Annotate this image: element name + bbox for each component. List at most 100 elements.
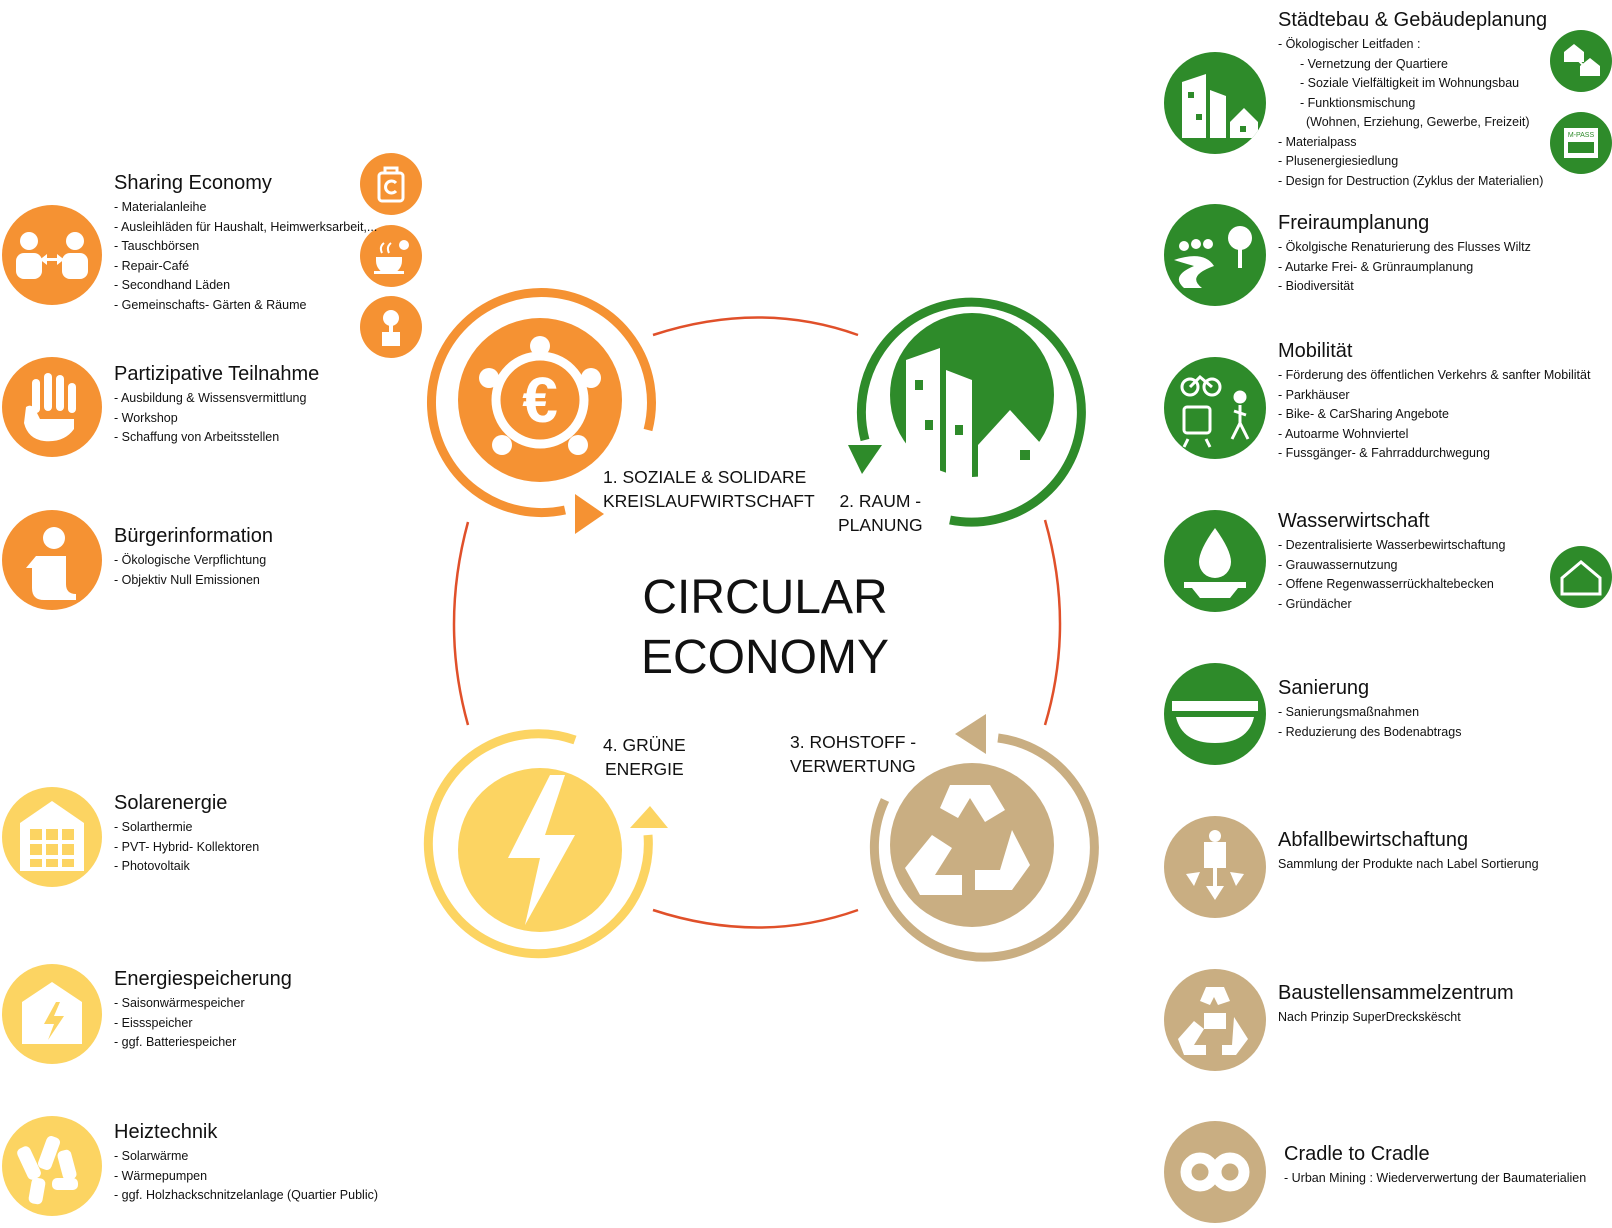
list-item: - Ausbildung & Wissensvermittlung [114, 391, 307, 405]
list-item: - Parkhäuser [1278, 387, 1350, 402]
block-wasserwirtschaft: Wasserwirtschaft - Dezentralisierte Wass… [1278, 509, 1505, 614]
center-title: CIRCULAR ECONOMY [600, 568, 930, 688]
center-title-line2: ECONOMY [640, 631, 889, 684]
material-pass-icon: M-PASS [1550, 112, 1612, 174]
block-title: Baustellensammelzentrum [1278, 982, 1514, 1004]
list-item: (Wohnen, Erziehung, Gewerbe, Freizeit) [1306, 115, 1530, 129]
infinity-loop-icon [1164, 1121, 1266, 1223]
block-partizipative-teilnahme: Partizipative Teilnahme - Ausbildung & W… [114, 362, 319, 448]
block-title: Heiztechnik [114, 1121, 218, 1143]
center-title-line1: CIRCULAR [642, 571, 888, 624]
water-drop-icon [1164, 510, 1266, 612]
list-item: - Photovoltaik [114, 859, 190, 873]
sharing-people-icon [2, 205, 102, 305]
list-item: - ggf. Holzhackschnitzelanlage (Quartier… [114, 1188, 379, 1202]
information-icon [2, 510, 102, 610]
list-item: - PVT- Hybrid- Kollektoren [114, 839, 260, 854]
urban-buildings-icon [1164, 52, 1266, 154]
list-item: - Urban Mining : Wiederverwertung der Ba… [1284, 1171, 1587, 1185]
block-abfallbewirtschaftung: Abfallbewirtschaftung Sammlung der Produ… [1278, 828, 1539, 875]
list-item: - Dezentralisierte Wasserbewirtschaftung [1278, 538, 1506, 552]
block-title: Solarenergie [114, 792, 228, 814]
list-item: - Schaffung von Arbeitsstellen [114, 430, 280, 444]
buildings-icon [906, 348, 1042, 478]
list-item: - Design for Destruction (Zyklus der Mat… [1278, 173, 1544, 188]
list-item: - Ausleihläden für Haushalt, Heimwerksar… [114, 219, 378, 234]
list-item: - ggf. Batteriespeicher [114, 1035, 237, 1049]
stage-1-label: 1. SOZIALE & SOLIDARE KREISLAUFWIRTSCHAF… [603, 467, 815, 511]
stage-4-ring [423, 729, 668, 959]
stage-2-ring [848, 297, 1086, 527]
list-item: - Solarwärme [114, 1149, 189, 1163]
list-item: - Soziale Vielfältigkeit im Wohnungsbau [1300, 76, 1520, 90]
block-energiespeicherung: Energiespeicherung - Saisonwärmespeicher… [114, 967, 292, 1053]
list-item: - Solarthermie [114, 820, 193, 834]
list-item: - Grauwassernutzung [1278, 557, 1398, 572]
list-item: - Secondhand Läden [114, 278, 231, 292]
list-item: - Ökolgische Renaturierung des Flusses W… [1278, 240, 1531, 254]
euro-network-icon: € [479, 336, 601, 455]
green-roof-icon [1550, 546, 1612, 608]
block-title: Energiespeicherung [114, 968, 292, 990]
list-item: - Plusenergiesiedlung [1278, 154, 1399, 168]
list-item: - Tauschbörsen [114, 239, 200, 253]
list-item: - Autarke Frei- & Grünraumplanung [1278, 259, 1474, 274]
solar-panel-house-icon [2, 787, 102, 887]
svg-text:€: € [522, 364, 558, 436]
list-item: Sammlung der Produkte nach Label Sortier… [1278, 857, 1539, 871]
block-buergerinformation: Bürgerinformation - Ökologische Verpflic… [114, 524, 273, 590]
waste-sorting-icon [1164, 816, 1266, 918]
list-item: - Autoarme Wohnviertel [1278, 426, 1409, 441]
block-title: Mobilität [1278, 340, 1353, 362]
block-staedtebau: Städtebau & Gebäudeplanung - Ökologische… [1278, 8, 1547, 191]
block-title: Partizipative Teilnahme [114, 363, 320, 385]
list-item: - Repair-Café [114, 258, 190, 273]
construction-recycle-icon [1164, 969, 1266, 1071]
bag-exchange-icon [360, 153, 422, 215]
raised-hand-icon [2, 357, 102, 457]
list-item: - Fussgänger- & Fahrraddurchwegung [1278, 446, 1490, 460]
repair-cafe-cup-icon [360, 225, 422, 287]
mobility-icon [1164, 357, 1266, 459]
stage-3-ring [869, 714, 1099, 962]
energy-storage-icon [2, 964, 102, 1064]
material-pass-badge: M-PASS [1568, 132, 1595, 139]
stage-1-ring: € [427, 288, 656, 534]
list-item: - Saisonwärmespeicher [114, 996, 245, 1010]
block-title: Sharing Economy [114, 172, 272, 194]
block-heiztechnik: Heiztechnik - Solarwärme - Wärmepumpen -… [114, 1120, 378, 1206]
list-item: - Wärmepumpen [114, 1168, 208, 1183]
stage-4-label: 4. GRÜNE ENERGIE [603, 735, 686, 779]
block-title: Sanierung [1278, 677, 1370, 699]
block-title: Bürgerinformation [114, 525, 273, 547]
list-item: - Biodiversität [1278, 279, 1354, 293]
list-item: - Eissspeicher [114, 1015, 193, 1030]
landscape-river-icon [1164, 204, 1266, 306]
connector-arc-top [652, 316, 859, 337]
wood-chips-icon [2, 1116, 102, 1216]
list-item: - Gemeinschafts- Gärten & Räume [114, 297, 307, 312]
list-item: - Materialanleihe [114, 200, 207, 214]
list-item: - Objektiv Null Emissionen [114, 572, 260, 587]
list-item: - Offene Regenwasserrückhaltebecken [1278, 577, 1494, 591]
list-item: - Gründächer [1278, 596, 1352, 611]
list-item: - Materialpass [1278, 134, 1357, 149]
block-cradle-to-cradle: Cradle to Cradle - Urban Mining : Wieder… [1284, 1142, 1586, 1189]
block-title: Freiraumplanung [1278, 212, 1430, 234]
list-item: - Ökologischer Leitfaden : [1278, 37, 1421, 51]
block-title: Abfallbewirtschaftung [1278, 829, 1469, 851]
stage-3-label: 3. ROHSTOFF - VERWERTUNG [790, 732, 917, 776]
lightning-icon [508, 775, 575, 925]
list-item: - Förderung des öffentlichen Verkehrs & … [1278, 368, 1591, 382]
list-item: - Sanierungsmaßnahmen [1278, 705, 1420, 719]
block-sharing-economy: Sharing Economy - Materialanleihe - Ausl… [114, 171, 377, 315]
connector-arc-left [452, 521, 470, 726]
stage-2-label: 2. RAUM - PLANUNG [838, 491, 923, 535]
block-mobilitaet: Mobilität - Förderung des öffentlichen V… [1278, 339, 1590, 464]
list-item: - Reduzierung des Bodenabtrags [1278, 724, 1462, 739]
connector-arc-right [1043, 519, 1062, 726]
list-item: Nach Prinzip SuperDreckskëscht [1278, 1010, 1461, 1024]
block-freiraumplanung: Freiraumplanung - Ökolgische Renaturieru… [1278, 211, 1531, 297]
list-item: - Bike- & CarSharing Angebote [1278, 407, 1449, 421]
